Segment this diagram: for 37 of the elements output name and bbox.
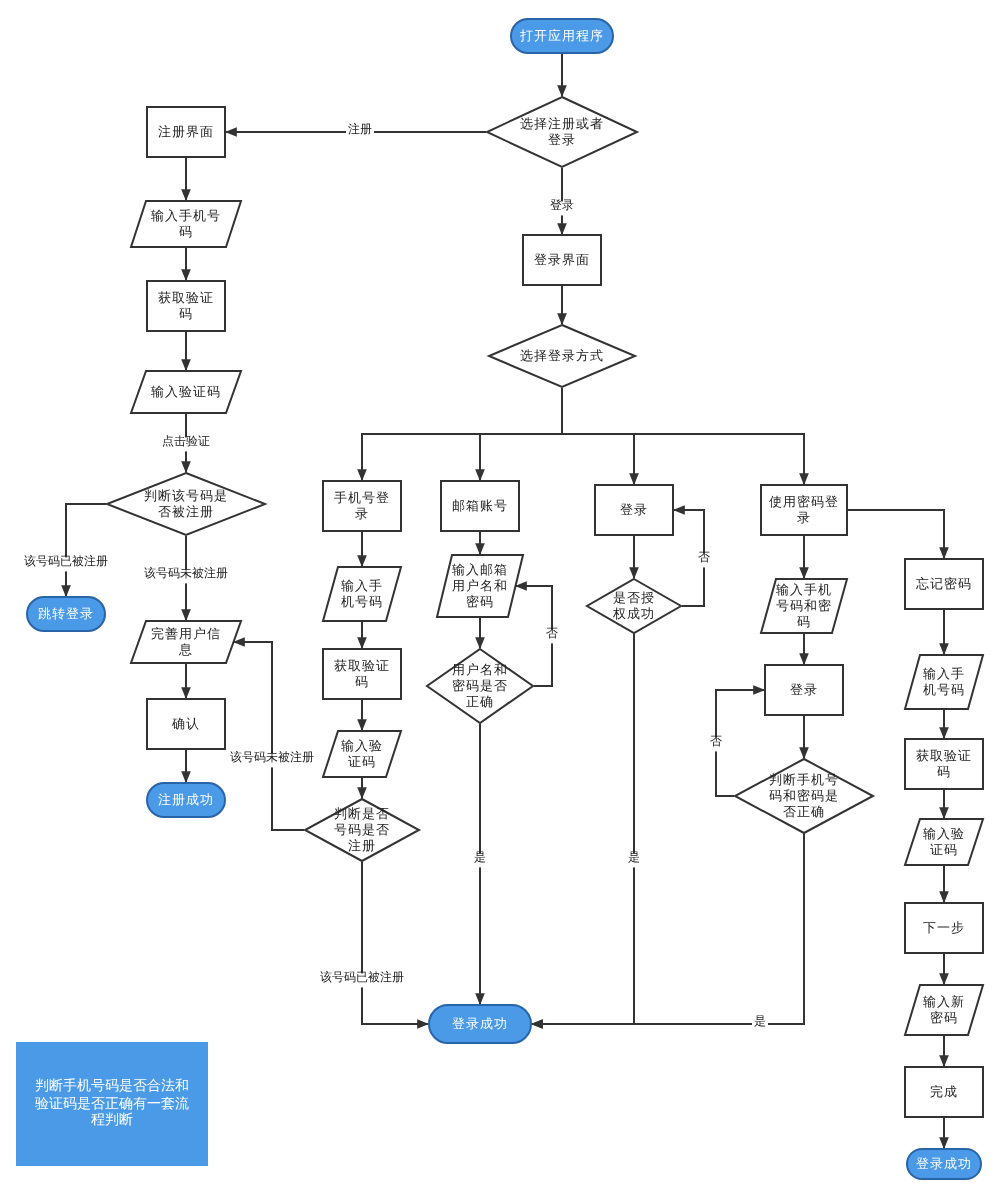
arrow (181, 749, 191, 784)
arrow (61, 503, 107, 598)
arrow (939, 709, 949, 740)
arrow (514, 581, 553, 687)
arrow (357, 621, 367, 650)
arrow (181, 663, 191, 700)
arrow (361, 861, 430, 1029)
arrow (939, 1035, 949, 1068)
arrow (939, 789, 949, 820)
arrow (181, 157, 191, 202)
arrow (799, 633, 809, 666)
arrow (672, 505, 705, 607)
arrow (357, 777, 367, 800)
arrow (939, 609, 949, 656)
arrow (557, 285, 567, 326)
arrow (357, 699, 367, 732)
arrow (939, 865, 949, 904)
arrow (629, 535, 639, 580)
arrow (561, 387, 809, 486)
arrow (357, 531, 367, 568)
arrow (799, 535, 809, 580)
arrow (475, 723, 485, 1006)
arrow (224, 127, 487, 137)
arrow (475, 531, 485, 556)
arrow (181, 535, 191, 622)
arrow (181, 247, 191, 282)
arrow (530, 833, 805, 1029)
arrow (557, 53, 567, 98)
arrow (181, 331, 191, 372)
arrow (799, 715, 809, 760)
arrow (475, 617, 485, 650)
arrow (939, 1117, 949, 1150)
arrow (939, 953, 949, 986)
arrow (557, 167, 567, 236)
arrow (847, 509, 949, 560)
arrow (232, 637, 305, 831)
arrow (715, 685, 766, 797)
